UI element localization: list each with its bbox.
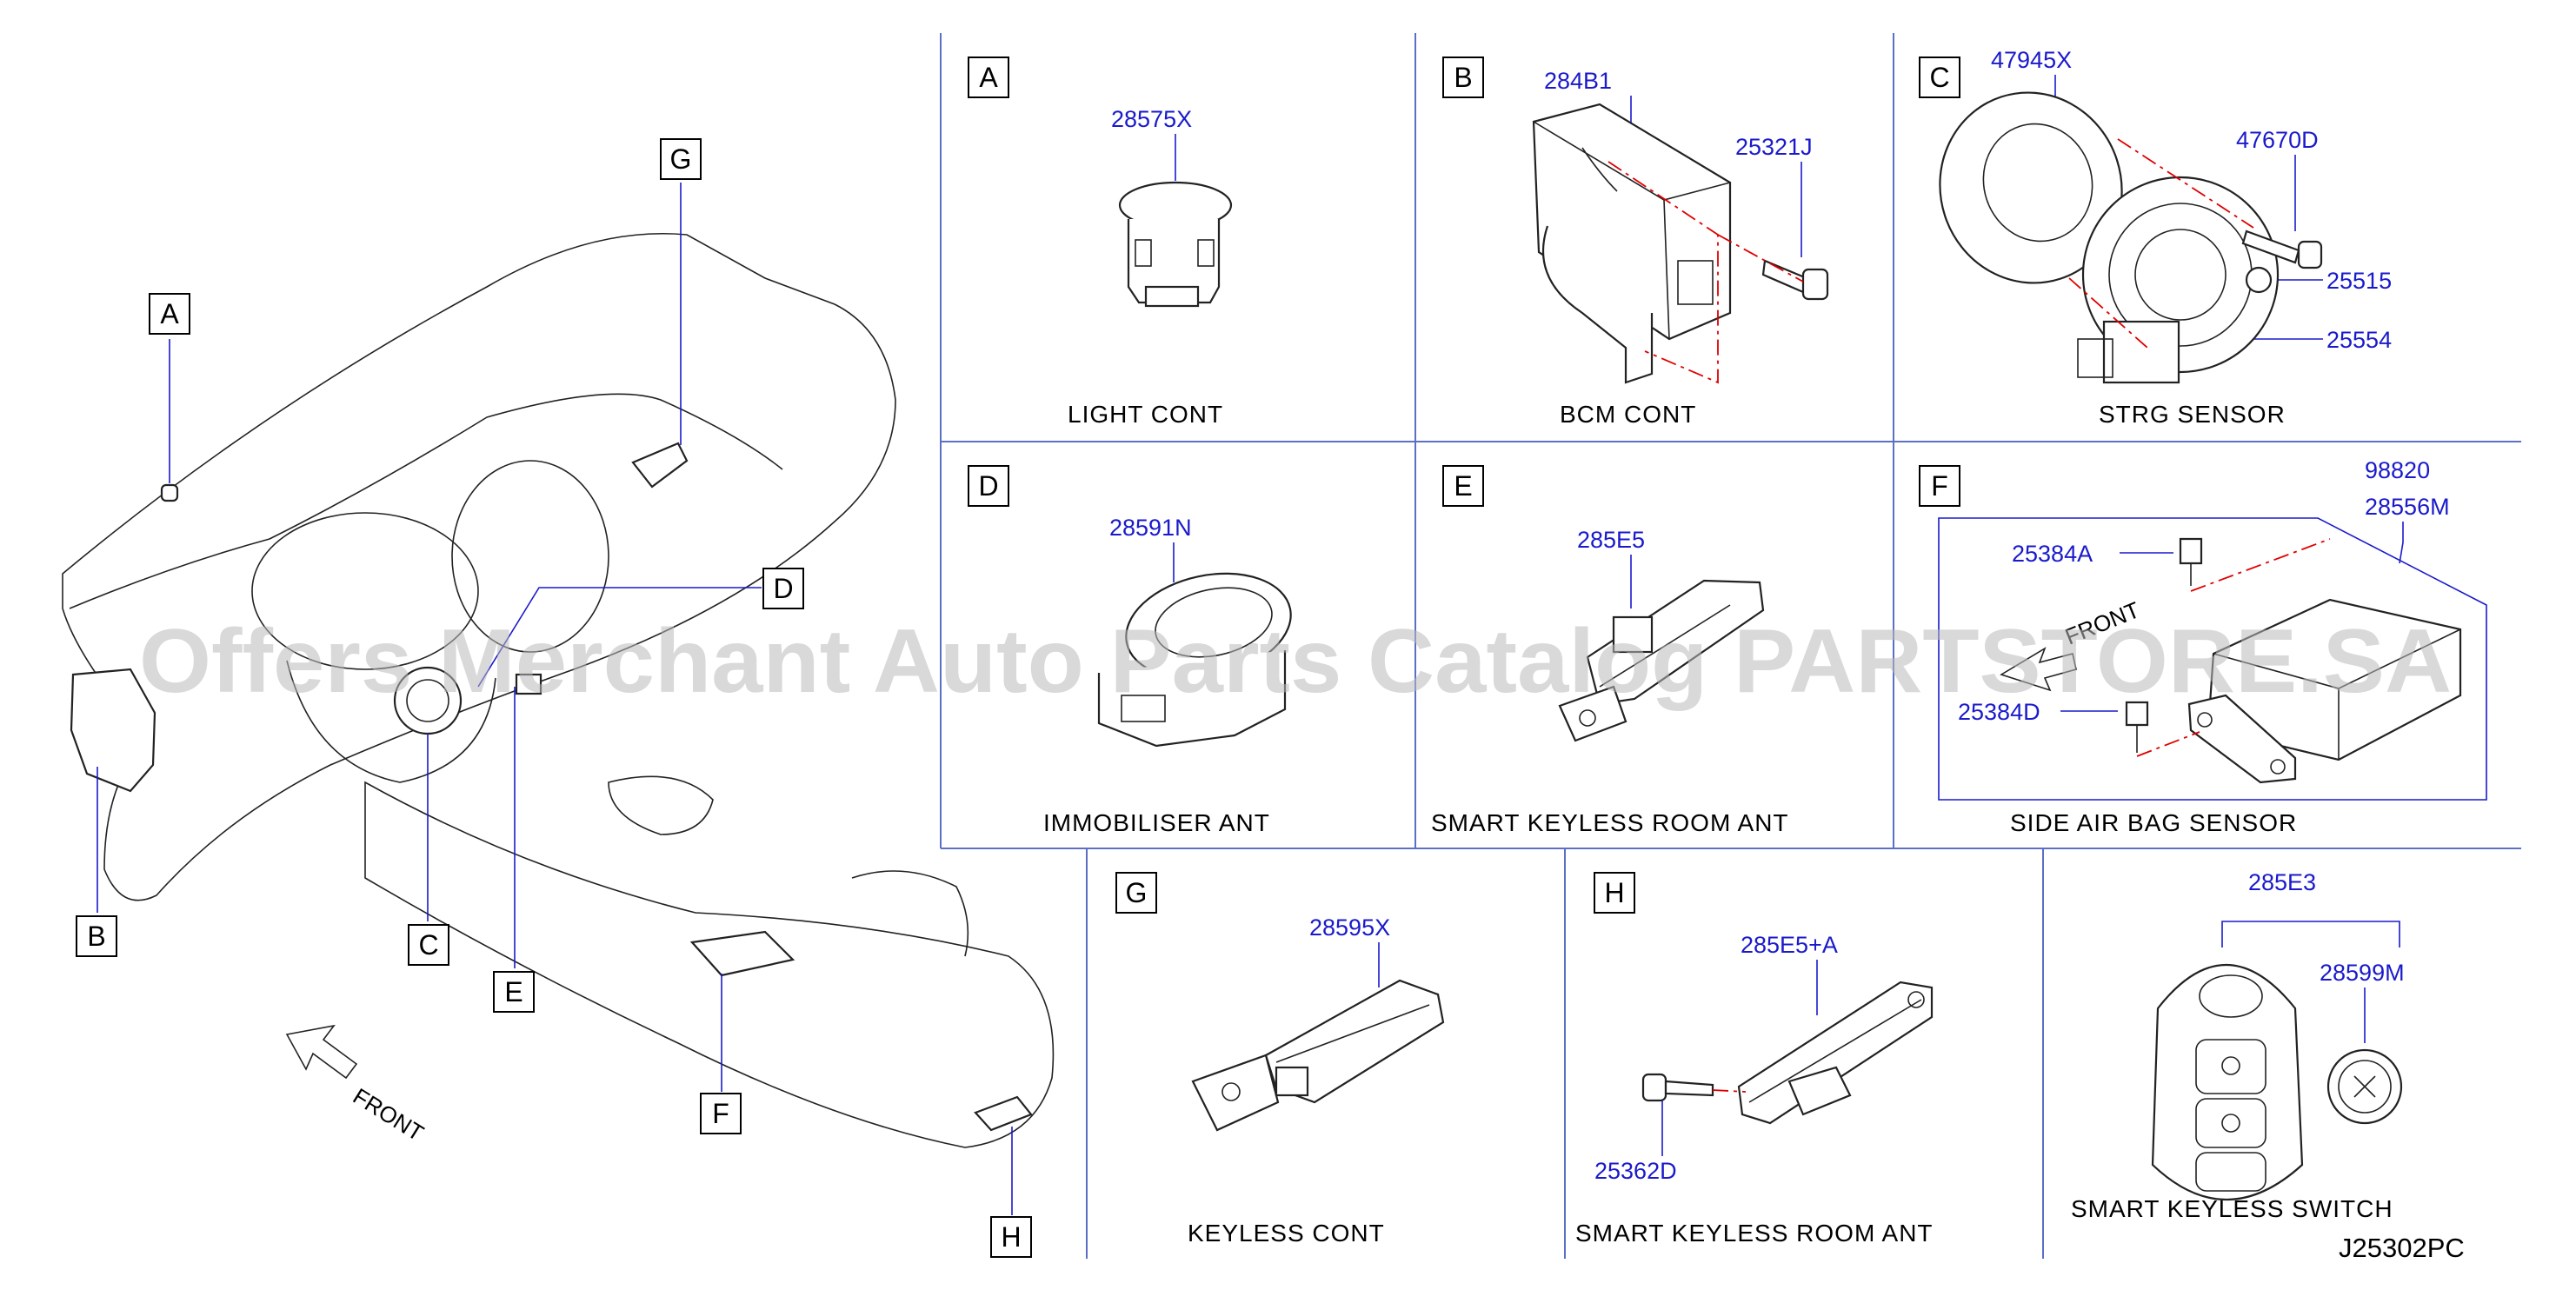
svg-text:D: D (978, 470, 998, 502)
part-number: 28599M (2320, 960, 2405, 986)
overview-marker-g: G (660, 138, 702, 180)
part-number: 284B1 (1544, 68, 1612, 94)
room-antenna-part (1558, 579, 1765, 742)
panel-caption: IMMOBILISER ANT (1043, 809, 1270, 836)
panel-c: C 47945X 47670D 25515 25554 STRG SENSOR (1919, 47, 2392, 428)
panel-caption: STRG SENSOR (2099, 401, 2286, 428)
svg-text:B: B (1454, 62, 1472, 93)
panel-caption: SMART KEYLESS SWITCH (2071, 1195, 2393, 1222)
screw-icon (1761, 259, 1829, 301)
part-number: 28556M (2365, 494, 2450, 520)
svg-text:D: D (773, 573, 793, 604)
keyless-control-part (1191, 979, 1445, 1132)
panel-grid (940, 33, 2521, 1259)
steering-sensor-spiral (2077, 176, 2280, 384)
svg-text:A: A (979, 62, 998, 93)
panel-a: A 28575X LIGHT CONT (968, 57, 1233, 428)
part-number: 25384D (1958, 699, 2040, 725)
svg-text:F: F (712, 1098, 729, 1129)
steering-sensor-ring (1939, 91, 2123, 284)
overview-marker-h: H (990, 1216, 1032, 1258)
bcm-part (1532, 103, 1732, 384)
panel-caption: KEYLESS CONT (1188, 1220, 1385, 1247)
part-number: 47670D (2236, 127, 2319, 153)
overview-marker-b: B (76, 915, 117, 957)
front-arrow-icon: FRONT (285, 1024, 429, 1147)
part-number: 25362D (1594, 1158, 1677, 1184)
immobiliser-antenna-part (1097, 572, 1292, 748)
part-number: 28591N (1109, 515, 1192, 541)
panel-h: H 285E5+A 25362D SMART KEYLESS ROOM ANT (1575, 872, 1934, 1247)
screw-icon (1641, 1073, 1714, 1102)
svg-text:F: F (1931, 470, 1948, 502)
svg-text:B: B (87, 921, 105, 952)
diagram-code: J25302PC (2339, 1233, 2465, 1263)
clip-icon (2245, 266, 2273, 294)
screw-icon (2241, 229, 2323, 269)
svg-text:G: G (1126, 877, 1148, 908)
overview-markers: A G D B C E F H (76, 138, 1032, 1258)
part-number: 25554 (2326, 327, 2392, 353)
svg-text:E: E (504, 976, 523, 1007)
part-number: 285E5+A (1741, 932, 1838, 958)
part-number: 25321J (1735, 134, 1813, 160)
overview-marker-f: F (700, 1093, 742, 1134)
panel-caption: SMART KEYLESS ROOM ANT (1431, 809, 1789, 836)
panel-g: G 28595X KEYLESS CONT (1115, 872, 1445, 1247)
svg-text:H: H (1604, 877, 1624, 908)
coin-battery-icon (2326, 1048, 2403, 1125)
bolt-icon (2125, 537, 2203, 753)
overview-leaders (97, 183, 1013, 1215)
svg-text:E: E (1454, 470, 1472, 502)
panel-d: D 28591N IMMOBILISER ANT (968, 465, 1292, 836)
smart-key-fob-icon (2151, 964, 2304, 1200)
part-number: 47945X (1991, 47, 2072, 73)
svg-text:C: C (1929, 62, 1949, 93)
overview-marker-c: C (408, 924, 449, 966)
svg-text:H: H (1001, 1221, 1021, 1253)
panel-caption: LIGHT CONT (1068, 401, 1223, 428)
room-antenna-part (1737, 981, 1934, 1125)
light-control-part (1118, 181, 1233, 308)
part-number: 98820 (2365, 457, 2430, 483)
dashboard-overview (62, 232, 1055, 1148)
overview-marker-d: D (762, 568, 804, 609)
front-label: FRONT (349, 1083, 429, 1147)
svg-text:C: C (418, 929, 438, 961)
panel-b: B 284B1 25321J BCM CONT (1442, 57, 1829, 428)
panel-caption: SMART KEYLESS ROOM ANT (1575, 1220, 1934, 1247)
part-number: 28575X (1111, 106, 1192, 132)
panel-caption: BCM CONT (1560, 401, 1696, 428)
panel-caption: SIDE AIR BAG SENSOR (2010, 809, 2297, 836)
part-number: 25515 (2326, 268, 2392, 294)
svg-text:G: G (670, 143, 692, 175)
part-number: 28595X (1309, 914, 1390, 941)
part-number: 285E3 (2248, 869, 2316, 895)
panel-f: F 98820 28556M 25384A 25384D FRONT SI (1919, 457, 2487, 836)
overview-marker-a: A (149, 293, 190, 335)
part-number: 285E5 (1577, 527, 1645, 553)
panel-e: E 285E5 SMART KEYLESS ROOM ANT (1431, 465, 1789, 836)
overview-marker-e: E (493, 971, 535, 1013)
part-number: 25384A (2012, 541, 2093, 567)
svg-text:A: A (160, 298, 179, 329)
watermark: Offers Merchant Auto Parts Catalog PARTS… (139, 611, 2452, 712)
airbag-sensor-part (2187, 598, 2462, 784)
panel-smart-keyless-switch: 285E3 28599M SMART KEYLESS SWITCH (2071, 869, 2405, 1222)
